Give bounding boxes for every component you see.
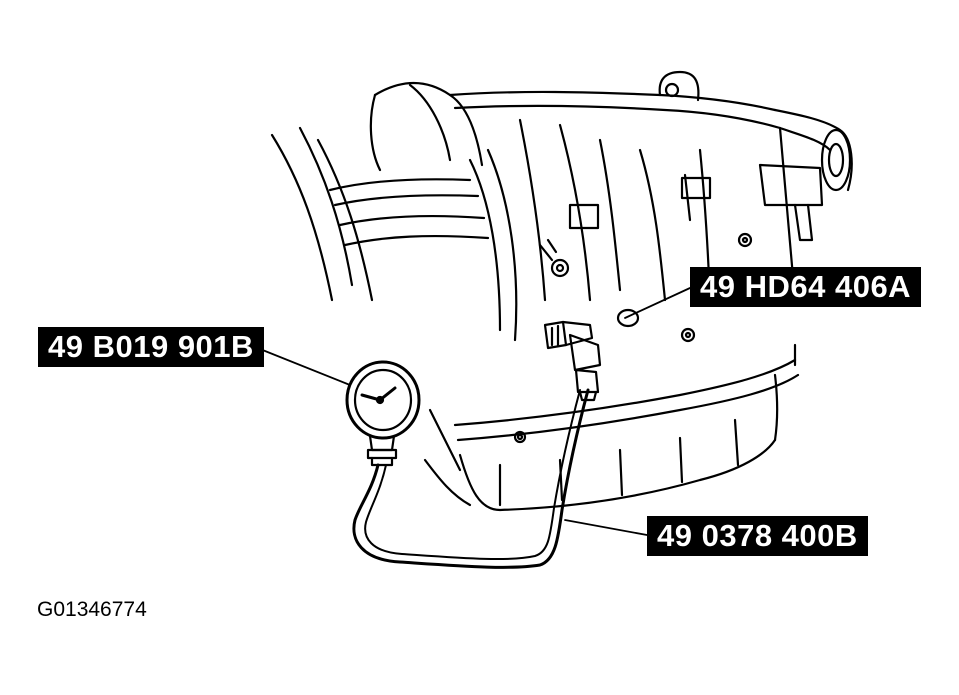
leader-lines [254, 287, 691, 536]
figure-id: G01346774 [37, 598, 147, 621]
transmission-case [270, 70, 853, 343]
adapter-part-number-label: 49 HD64 406A [690, 267, 922, 307]
adapter-fitting [543, 320, 602, 402]
test-hose [352, 388, 590, 569]
gauge-part-number-label: 49 B019 901B [38, 327, 264, 367]
hose-part-number-label: 49 0378 400B [647, 516, 868, 556]
pressure-gauge [345, 360, 421, 467]
oil-pan [423, 343, 800, 512]
